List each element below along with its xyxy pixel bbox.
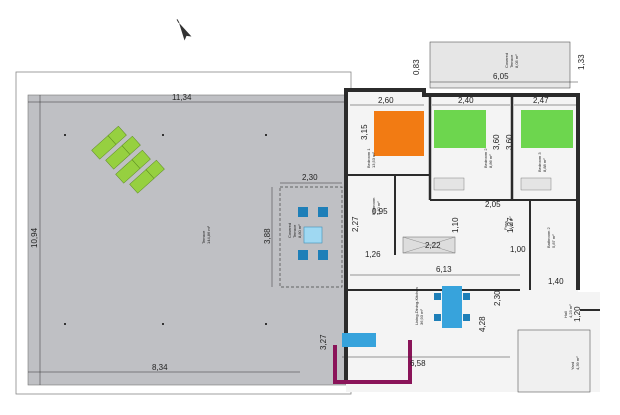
sun-lounger-2	[105, 135, 141, 170]
dim-top-width: 6,05	[493, 72, 509, 81]
bedroom2-bed	[434, 110, 486, 148]
dining-table	[434, 286, 470, 328]
room-label-line: Bedroom 2	[483, 148, 488, 168]
room-label-line: Terrace	[201, 230, 206, 244]
room-label-line: Bathroom 2	[546, 227, 551, 248]
dim-terrace-width: 11,34	[172, 93, 192, 102]
room-label-line: 5,87 m²	[551, 234, 556, 248]
dim-terrace-bottom: 8,34	[152, 363, 168, 372]
dim-hall-small: 1,20	[573, 306, 582, 322]
room-label-line: Terrace	[292, 224, 297, 238]
label-bathroom: Bathroom4,40 m²	[371, 197, 381, 215]
dim-covered-left-depth: 3,88	[263, 228, 272, 244]
room-label-line: 8,80 m²	[297, 224, 302, 238]
room-label-line: 13,53 m²	[371, 152, 376, 168]
label-living: Living-Dining-Kitchen36,93 m²	[414, 287, 424, 325]
covered-terrace-top	[429, 41, 571, 89]
room-label-line: 8,86 m²	[488, 154, 493, 168]
room-label-line: 4,39 m²	[575, 356, 580, 370]
sun-lounger-4	[129, 159, 165, 194]
room-label-line: Living-Dining-Kitchen	[414, 287, 419, 325]
dim-wc-sub: 0,95	[372, 207, 388, 216]
dim-living-depth: 4,28	[478, 316, 487, 332]
room-label-line: Covered	[504, 53, 509, 68]
room-label-line: 8,05 m²	[514, 54, 519, 68]
dim-kitchen-width: 6,58	[410, 359, 426, 368]
yard	[517, 329, 591, 393]
room-label-line: 4,40 m²	[376, 201, 381, 215]
dim-wc-depth: 2,27	[351, 216, 360, 232]
dim-bedroom2-width: 2,40	[458, 96, 474, 105]
dim-bath-small: 1,27	[506, 217, 515, 233]
covered-terrace-left	[279, 186, 343, 288]
room-label-line: 36,93 m²	[419, 309, 424, 325]
outdoor-dining-set	[298, 207, 328, 260]
room-label-line: Yard	[570, 362, 575, 370]
room-label-line: 144,86 m²	[206, 225, 211, 244]
dim-kitchen-depth: 3,27	[319, 334, 328, 350]
label-pass: Pass4,80 m²	[503, 216, 513, 230]
dim-wc-width: 1,26	[365, 250, 381, 259]
kitchen-island	[342, 333, 376, 347]
bedroom3-wardrobe	[520, 177, 552, 191]
dim-bedroom1-width: 2,60	[378, 96, 394, 105]
dim-living-width: 6,13	[436, 265, 452, 274]
room-label-line: Covered	[287, 223, 292, 238]
apartment-floor	[346, 88, 600, 392]
dim-bath2-width: 1,00	[510, 245, 526, 254]
terrace-posts	[64, 134, 267, 325]
label-yard: Yard4,39 m²	[570, 356, 580, 370]
room-label-line: Bedroom 1	[366, 148, 371, 168]
label-covered-terrace-top: CoveredTerrace8,05 m²	[504, 53, 519, 68]
dim-bath2-small: 1,40	[548, 277, 564, 286]
room-label-line: Bathroom	[371, 197, 376, 215]
label-bedroom1: Bedroom 113,53 m²	[366, 148, 376, 168]
room-label-line: Bedroom 3	[537, 152, 542, 172]
storage-hatch-icon	[402, 236, 456, 254]
dim-terrace-depth: 10,94	[30, 227, 39, 248]
bedroom2-wardrobe	[433, 177, 465, 191]
dim-corridor-small: 2,22	[425, 241, 441, 250]
label-covered-terrace-left: CoveredTerrace8,80 m²	[287, 223, 302, 238]
dim-center-small: 1,10	[451, 217, 460, 233]
room-label-line: 4,23 m²	[568, 304, 573, 318]
dim-bedroom3-depth: 3,60	[505, 134, 514, 150]
label-bathroom2: Bathroom 25,87 m²	[546, 227, 556, 248]
dim-bedroom3-width: 2,47	[533, 96, 549, 105]
label-hall: Hall4,23 m²	[563, 304, 573, 318]
bedroom1-bed	[374, 111, 424, 156]
room-label-line: Pass	[503, 221, 508, 230]
north-arrow-icon	[176, 19, 192, 41]
room-label-line: Terrace	[509, 54, 514, 68]
room-label-line: Hall	[563, 311, 568, 318]
dim-bedroom1-depth: 3,15	[360, 124, 369, 140]
dim-covered-left-width: 2,30	[302, 173, 318, 182]
dim-hall-depth: 2,30	[493, 290, 502, 306]
label-bedroom3: Bedroom 38,88 m²	[537, 152, 547, 172]
dim-bath-width: 2,05	[485, 200, 501, 209]
dim-top-left-small: 0,83	[412, 59, 421, 75]
label-bedroom2: Bedroom 28,86 m²	[483, 148, 493, 168]
dimension-lines	[28, 81, 578, 385]
room-label-line: 8,88 m²	[542, 158, 547, 172]
room-label-line: 4,80 m²	[508, 216, 513, 230]
sun-lounger-1	[91, 125, 127, 160]
dim-top-right-small: 1,33	[577, 54, 586, 70]
kitchen-counter	[333, 340, 412, 384]
bedroom3-bed	[521, 110, 573, 148]
dim-bedroom2-depth: 3,60	[492, 134, 501, 150]
sun-lounger-3	[115, 149, 151, 184]
label-terrace: Terrace144,86 m²	[201, 225, 211, 244]
walls	[344, 88, 600, 380]
